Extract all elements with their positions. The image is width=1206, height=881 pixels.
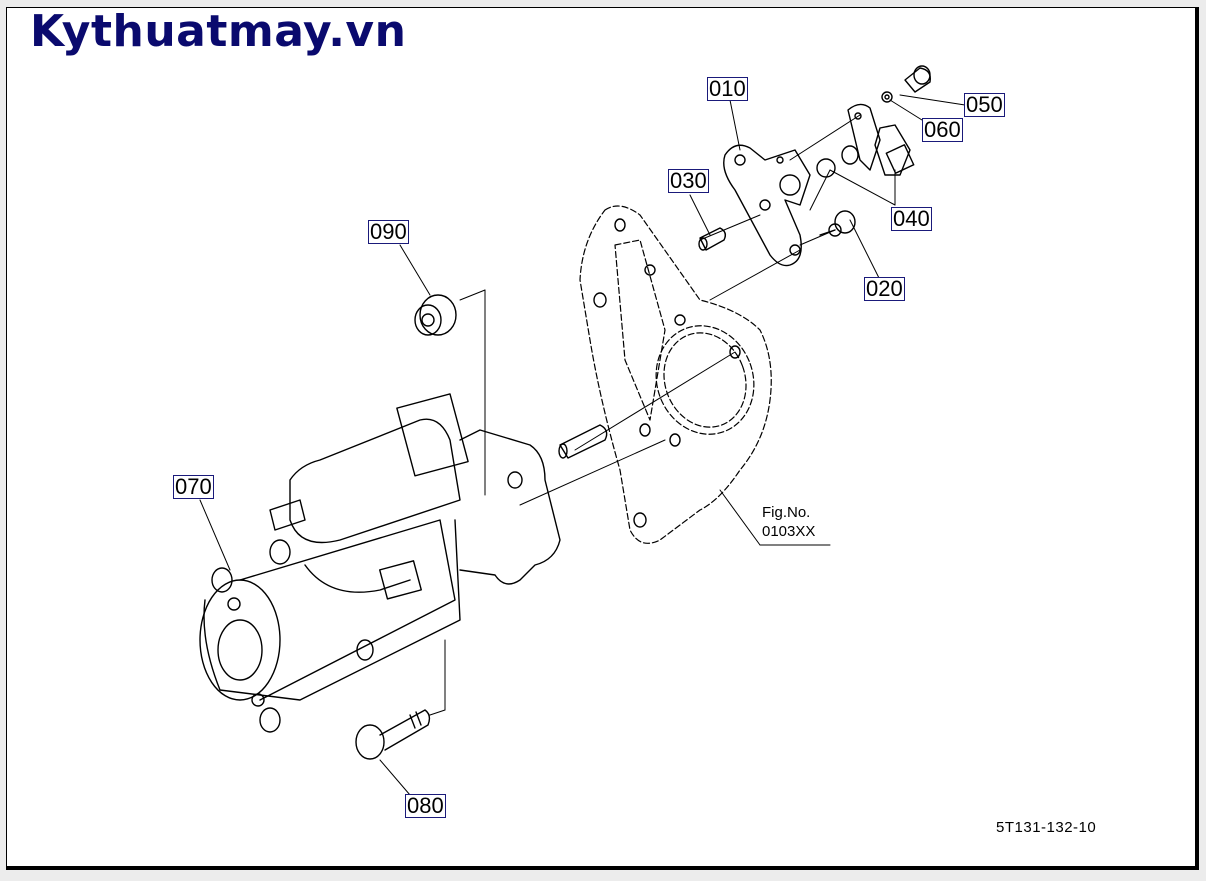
callout-030[interactable]: 030: [668, 168, 709, 193]
callout-020[interactable]: 020: [864, 276, 905, 301]
pin-part-030: [698, 227, 727, 251]
bolt-part-080: [355, 709, 431, 760]
callout-080[interactable]: 080: [405, 793, 446, 818]
stud-part: [558, 424, 608, 459]
callout-070[interactable]: 070: [173, 474, 214, 499]
bracket-part-010: [723, 144, 811, 267]
callout-090[interactable]: 090: [368, 219, 409, 244]
callout-060[interactable]: 060: [922, 117, 963, 142]
callout-050[interactable]: 050: [964, 92, 1005, 117]
plug-part-050: [881, 65, 931, 103]
leader-lines: [199, 94, 966, 796]
starter-motor-drawing: [199, 393, 561, 733]
figure-reference: Fig.No. 0103XX: [762, 503, 815, 541]
site-logo: Kythuatmay.vn: [30, 6, 407, 57]
figure-ref-line2: 0103XX: [762, 523, 816, 540]
gasket-drawing: [579, 205, 772, 544]
callout-010[interactable]: 010: [707, 76, 748, 101]
figure-ref-line1: Fig.No.: [762, 504, 811, 521]
nut-part-090: [414, 294, 457, 336]
gasket-holes: [593, 218, 741, 528]
bolt-part-020: [819, 210, 856, 237]
callout-040[interactable]: 040: [891, 206, 932, 231]
sensor-part-040: [816, 103, 915, 178]
drawing-code: 5T131-132-10: [996, 819, 1097, 836]
diagram-frame: [6, 7, 1199, 870]
